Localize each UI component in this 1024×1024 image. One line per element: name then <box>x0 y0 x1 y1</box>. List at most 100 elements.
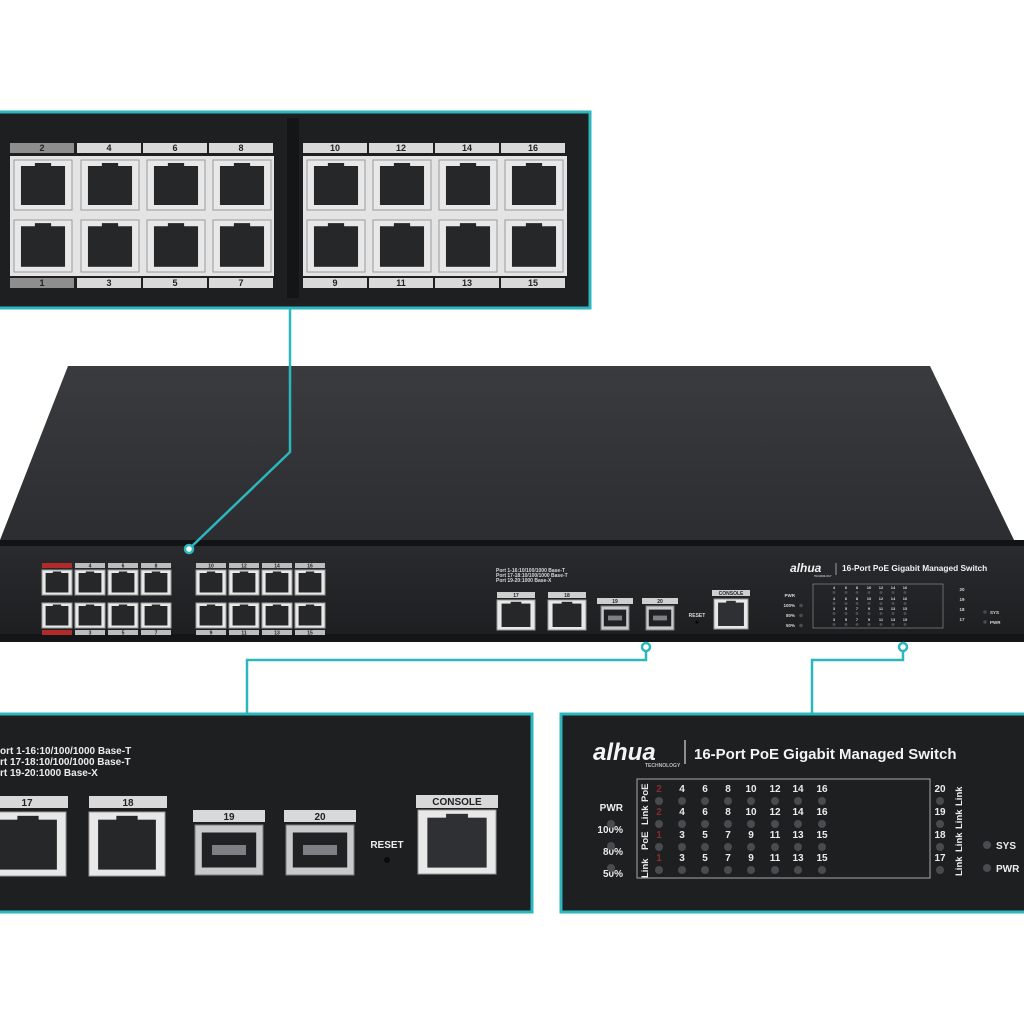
console-label-bar <box>712 590 750 596</box>
port-label-bar <box>42 630 72 635</box>
port-led <box>903 623 907 626</box>
zoom-led-port-number: 3 <box>679 830 685 841</box>
zoom-uplink-led <box>936 843 944 851</box>
zoom-model-name: 16-Port PoE Gigabit Managed Switch <box>694 746 957 763</box>
port-number: 12 <box>241 564 247 570</box>
led-port-number: 7 <box>856 617 859 622</box>
zoom-led-port-number: 6 <box>702 784 708 795</box>
zoom-led-port-number: 4 <box>679 807 685 818</box>
rj45-port-tab <box>151 571 161 576</box>
zoom-port-led <box>678 797 686 805</box>
zoom-rj45-port-tab <box>393 223 411 232</box>
zoom-port-number: 2 <box>39 143 44 153</box>
zoom-uplink-label-bar <box>0 796 68 808</box>
zoom-rj45-port-tab <box>459 223 477 232</box>
power-led <box>799 623 803 628</box>
zoom-port-led <box>747 843 755 851</box>
uplink-number: 17 <box>513 593 519 599</box>
led-port-number: 8 <box>856 585 859 590</box>
led-port-number: 10 <box>867 585 872 590</box>
zoom-port-led <box>678 866 686 874</box>
zoom-port-number: 8 <box>238 143 243 153</box>
zoom-power-led <box>607 820 615 828</box>
rj45-port-socket <box>298 573 322 593</box>
zoom-rj45-port-tab <box>233 223 251 232</box>
led-uplink-number: 20 <box>959 587 965 592</box>
port-led <box>891 623 895 626</box>
sfp-number: 20 <box>657 599 663 605</box>
zoom-spec-line: rt 19-20:1000 Base-X <box>0 768 98 779</box>
rj45-port-tab <box>151 604 161 609</box>
chassis-bottom <box>0 634 1024 642</box>
port-led <box>855 612 859 615</box>
zoom-led-port-number: 12 <box>769 784 781 795</box>
callout-lines <box>188 308 905 714</box>
callout-dot-leds <box>897 641 909 653</box>
zoom-led-port-number: 13 <box>792 830 804 841</box>
zoom-panel-uplinks: ort 1-16:10/100/1000 Base-Trt 17-18:10/1… <box>0 712 534 914</box>
callout-dot-ports <box>183 543 195 555</box>
zoom-port-led <box>724 843 732 851</box>
zoom-port-number: 4 <box>106 143 111 153</box>
rj45-port-socket <box>265 606 289 626</box>
zoom-led-port-number: 15 <box>816 853 828 864</box>
rj45-port-socket <box>111 606 135 626</box>
power-led <box>799 603 803 608</box>
port-number: 10 <box>208 564 214 570</box>
zoom-port-label-bar <box>501 143 565 153</box>
zoom-rj45-port-socket <box>20 226 66 267</box>
zoom-rj45-port-socket <box>87 166 133 205</box>
zoom-rj45-port-tab <box>525 163 543 171</box>
led-port-number: 10 <box>867 596 872 601</box>
zoom-port-led <box>818 843 826 851</box>
led-port-number: 12 <box>879 585 884 590</box>
zoom-sfp-label-bar <box>284 810 356 822</box>
port-led <box>855 602 859 605</box>
zoom-sfp-port-latch <box>303 845 337 855</box>
uplink-label-bar <box>548 592 586 598</box>
rj45-port-tab <box>206 604 216 609</box>
zoom-port-label-bar <box>369 143 433 153</box>
led-port-number: 4 <box>833 585 836 590</box>
zoom-rj45-port-tab <box>327 223 345 232</box>
port-number: 5 <box>122 631 125 637</box>
zoom-rj45-port-socket <box>153 166 199 205</box>
zoom-console-label-bar <box>416 795 498 808</box>
port-led <box>855 591 859 594</box>
zoom-power-led <box>607 864 615 872</box>
uplink-rj45-port-socket <box>501 603 531 627</box>
zoom-port-label-bar <box>303 143 367 153</box>
zoom-rj45-port-socket <box>313 166 359 205</box>
zoom-port-label-bar <box>435 143 499 153</box>
zoom-port-number: 16 <box>528 143 538 153</box>
zoom-led-port-number: 11 <box>770 853 781 864</box>
zoom-uplink-led <box>936 797 944 805</box>
port-number: 9 <box>210 631 213 637</box>
zoom-port-led <box>655 820 663 828</box>
zoom-port-number: 7 <box>238 278 243 288</box>
zoom-port-number: 12 <box>396 143 406 153</box>
zoom-rj45-port-socket <box>445 226 491 267</box>
zoom-port-label-bar <box>501 278 565 288</box>
zoom-rj45-port-tab <box>34 163 52 171</box>
port-number: 16 <box>307 564 313 570</box>
zoom-power-level-label: 100% <box>597 825 623 836</box>
sfp-port-latch <box>608 615 622 621</box>
zoom-sfp-port-latch <box>212 845 246 855</box>
port-led <box>903 591 907 594</box>
zoom-led-row-label: PoE <box>640 784 651 802</box>
zoom-port-led <box>747 820 755 828</box>
port-number: 14 <box>274 564 280 570</box>
zoom-uplink-led <box>936 820 944 828</box>
rj45-port-socket <box>298 606 322 626</box>
rj45-port-tab <box>305 604 315 609</box>
rj45-port-socket <box>111 573 135 593</box>
zoom-port-label-bar <box>303 278 367 288</box>
zoom-rj45-port-tab <box>101 163 119 171</box>
zoom-rj45-port-socket <box>445 166 491 205</box>
port-led <box>855 623 859 626</box>
port-led <box>903 612 907 615</box>
zoom-port-number: 14 <box>462 143 472 153</box>
port-number: 4 <box>89 564 92 570</box>
